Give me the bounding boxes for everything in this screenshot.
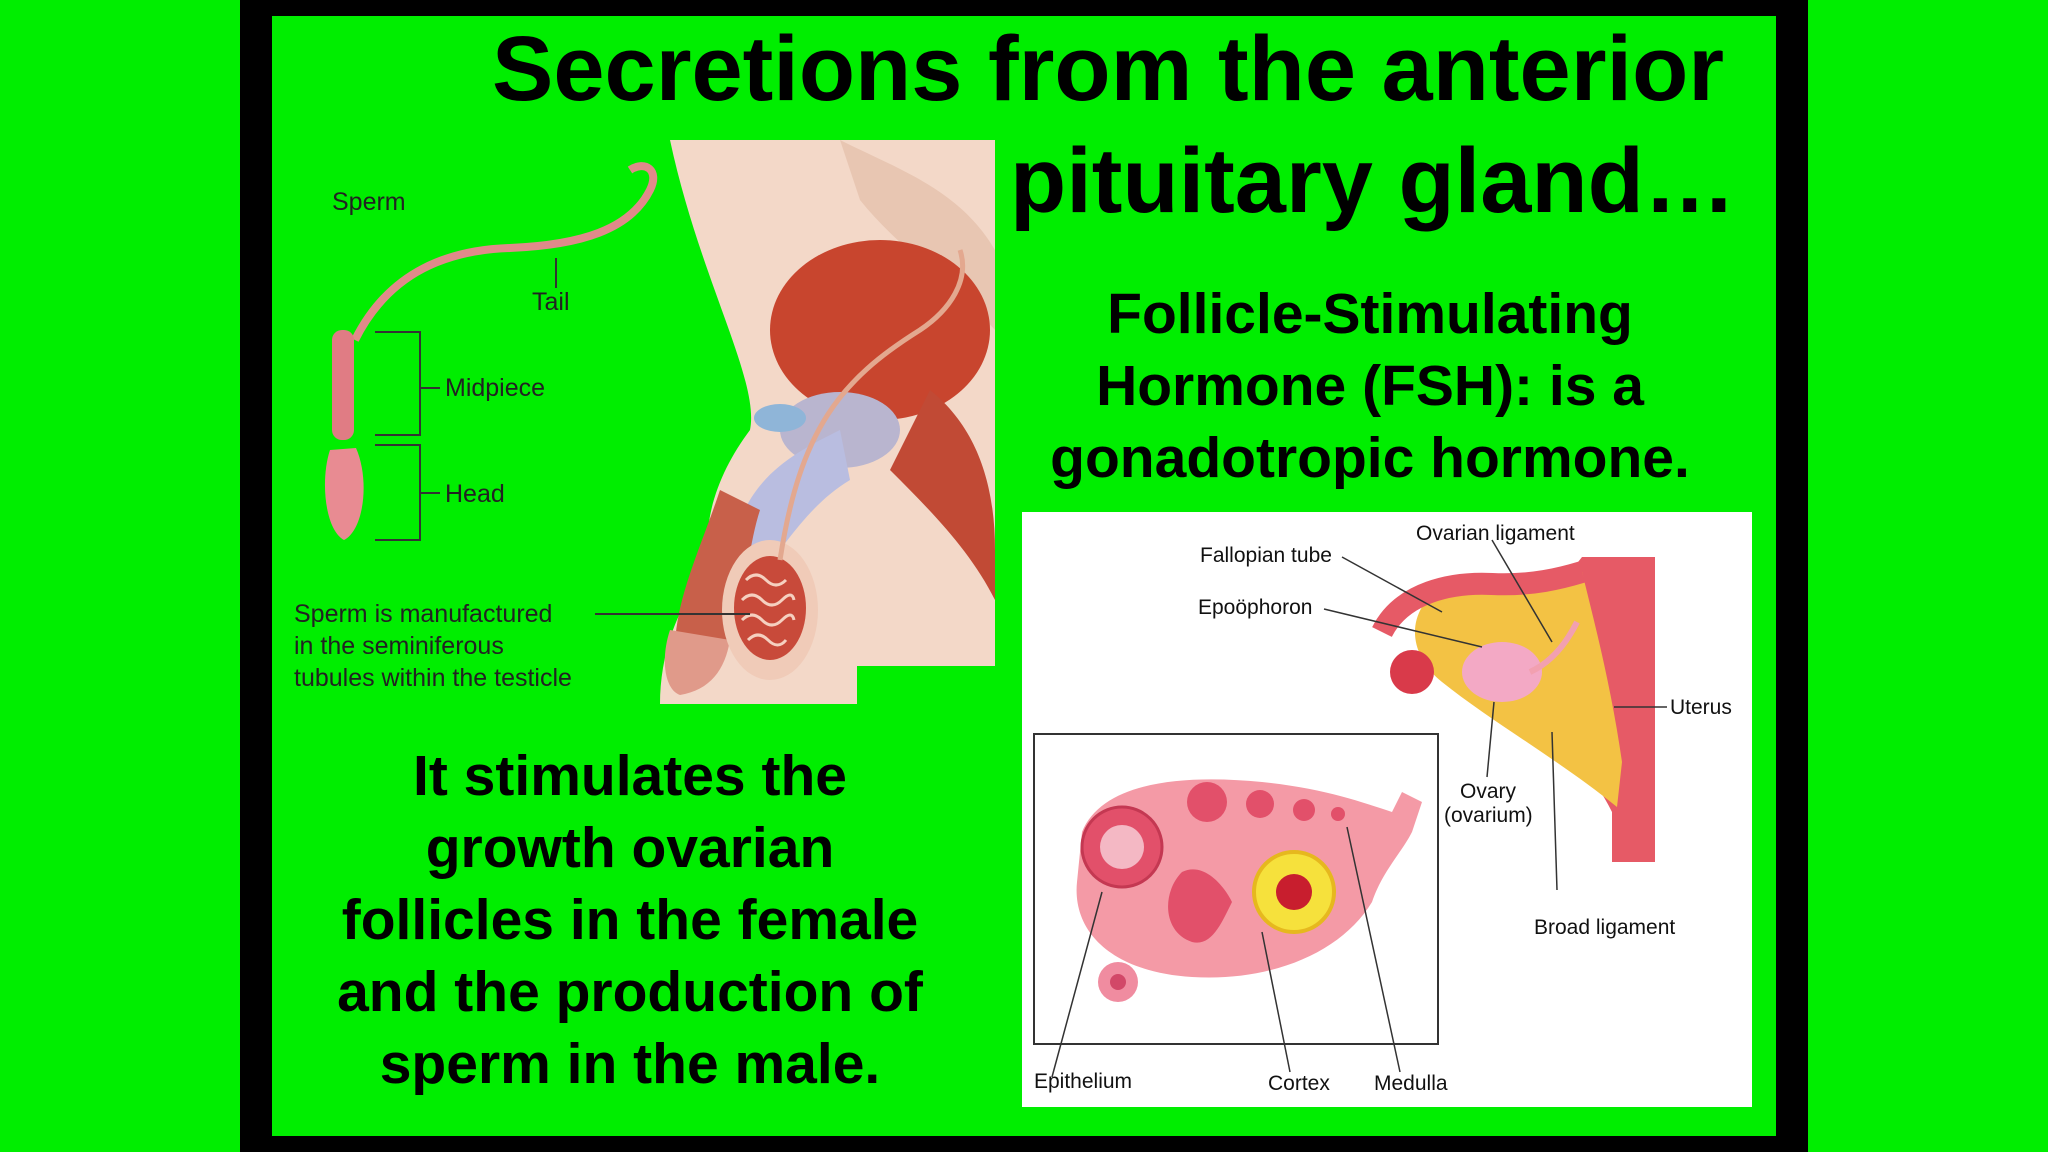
sperm-head bbox=[324, 448, 364, 540]
caption-line-3: tubules within the testicle bbox=[294, 664, 572, 692]
leader-ovary bbox=[1486, 701, 1495, 778]
penis-tissue bbox=[675, 490, 760, 661]
label-midpiece: Midpiece bbox=[445, 374, 545, 402]
label-medulla: Medulla bbox=[1374, 1072, 1448, 1095]
follicle-small-2 bbox=[1293, 799, 1315, 821]
label-ovary-line-1: Ovary bbox=[1460, 780, 1517, 803]
ovary-cross-section bbox=[1076, 779, 1422, 978]
fsh-function-line-4: and the production of bbox=[337, 960, 923, 1024]
follicle-small-3 bbox=[1331, 807, 1345, 821]
rectum bbox=[890, 390, 995, 600]
label-tail: Tail bbox=[532, 288, 570, 316]
label-epoophoron: Epoöphoron bbox=[1198, 596, 1312, 619]
label-head: Head bbox=[445, 480, 505, 508]
seminiferous-tubules bbox=[740, 573, 796, 647]
leader-medulla bbox=[1346, 826, 1401, 1073]
fsh-function-line-1: It stimulates the bbox=[413, 744, 847, 808]
follicle-medium bbox=[1187, 782, 1227, 822]
fsh-definition: Follicle-Stimulating Hormone (FSH): is a… bbox=[990, 278, 1750, 494]
left-margin bbox=[0, 0, 240, 1152]
sperm-tail bbox=[351, 162, 658, 342]
fsh-function-line-3: follicles in the female bbox=[341, 888, 919, 952]
bladder bbox=[770, 240, 990, 420]
vas-deferens bbox=[777, 249, 966, 561]
label-sperm: Sperm bbox=[332, 188, 406, 216]
label-fallopian-tube: Fallopian tube bbox=[1200, 544, 1332, 567]
ovary bbox=[1462, 642, 1542, 702]
label-cortex: Cortex bbox=[1268, 1072, 1330, 1095]
fsh-definition-line-1: Follicle-Stimulating bbox=[1107, 282, 1633, 346]
gland bbox=[754, 404, 806, 432]
fimbriae bbox=[1390, 650, 1434, 694]
label-ovarian-ligament: Ovarian ligament bbox=[1416, 522, 1575, 545]
label-ovary-line-2: (ovarium) bbox=[1444, 804, 1533, 827]
caption-line-2: in the seminiferous bbox=[294, 632, 504, 660]
fsh-function-text: It stimulates the growth ovarian follicl… bbox=[300, 740, 960, 1100]
fsh-function-line-5: sperm in the male. bbox=[379, 1032, 881, 1096]
follicle-small-1 bbox=[1246, 790, 1274, 818]
fsh-definition-line-2: Hormone (FSH): is a bbox=[1096, 354, 1644, 418]
label-broad-ligament: Broad ligament bbox=[1534, 916, 1675, 939]
fsh-definition-line-3: gonadotropic hormone. bbox=[1050, 426, 1690, 490]
testicle bbox=[734, 556, 806, 660]
corpus-luteum-core bbox=[1276, 874, 1312, 910]
label-uterus: Uterus bbox=[1670, 696, 1732, 719]
fallopian-tube bbox=[1372, 561, 1586, 638]
caption-line-1: Sperm is manufactured bbox=[294, 600, 552, 628]
ruptured-follicle bbox=[1168, 869, 1232, 943]
ovarian-ligament-line bbox=[1528, 620, 1580, 675]
leader-epithelium bbox=[1051, 891, 1103, 1078]
slide-title-line-1: Secretions from the anterior bbox=[492, 18, 1725, 120]
sperm-midpiece bbox=[332, 330, 354, 440]
female-reproductive-illustration: Ovarian ligament Fallopian tube Epoöphor… bbox=[1022, 512, 1752, 1107]
leader-cortex bbox=[1261, 931, 1291, 1073]
male-reproductive-illustration: Sperm Tail Midpiece Head Sperm is manufa… bbox=[294, 140, 995, 704]
sperm-bracket-midpiece bbox=[375, 331, 440, 436]
leader-epoophoron bbox=[1323, 608, 1483, 648]
fsh-function-line-2: growth ovarian bbox=[425, 816, 835, 880]
follicle-large-inner bbox=[1100, 825, 1144, 869]
right-margin bbox=[1808, 0, 2048, 1152]
sperm-bracket-head bbox=[375, 444, 440, 541]
glans bbox=[664, 630, 730, 695]
label-epithelium: Epithelium bbox=[1034, 1070, 1132, 1093]
slide-title-line-2: pituitary gland… bbox=[1010, 130, 1736, 232]
leader-ovarian-ligament bbox=[1491, 539, 1553, 643]
ovulated-ovum-nucleus bbox=[1110, 974, 1126, 990]
leader-fallopian-tube bbox=[1341, 556, 1443, 613]
leader-broad-ligament bbox=[1551, 731, 1558, 891]
